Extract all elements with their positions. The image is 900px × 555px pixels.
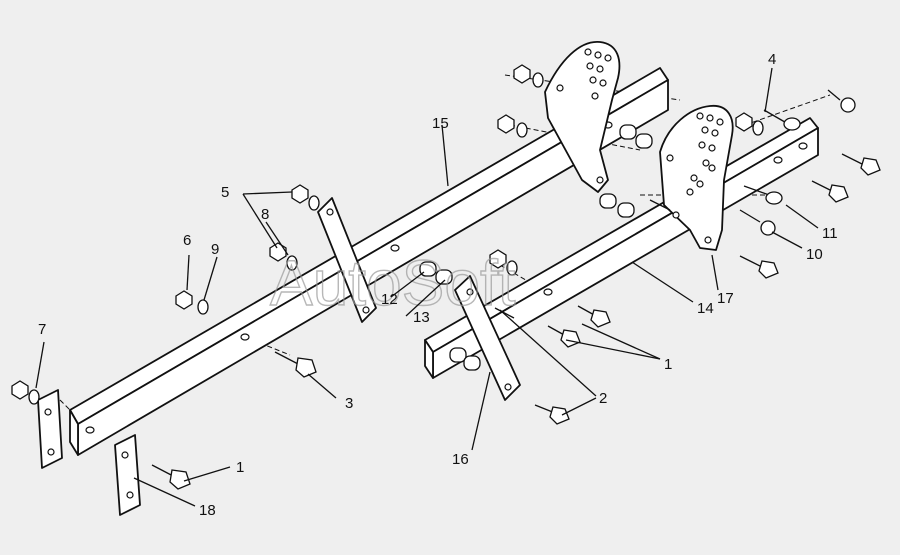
callout-11: 11 [822,225,838,242]
callout-leader-lines [35,67,819,507]
callout-1-right: 1 [664,356,672,373]
main-bar-part-15 [69,67,669,456]
nuts-and-washers [11,64,764,405]
callout-1-lower: 1 [236,459,244,476]
watermark-text: AutoSoft [270,247,516,319]
end-plate-part-7 [37,389,63,469]
callout-14: 14 [697,300,714,317]
bolt-part-1-b [547,325,581,348]
callout-15: 15 [432,115,449,132]
clamp-plate-part-16 [317,197,521,401]
callout-7: 7 [38,321,46,338]
callout-13: 13 [413,309,430,326]
bolt-long-mid [811,180,849,203]
callout-8: 8 [261,206,269,223]
bolt-inner [494,199,671,319]
hitch-pin-part-11 [743,185,783,205]
bolt-long-upper [841,153,881,176]
spacer-tubes [419,124,653,371]
bolts [151,153,881,490]
ring-clip-part-10 [739,209,776,236]
callout-6: 6 [183,232,191,249]
callout-10: 10 [806,246,823,263]
callout-9: 9 [211,241,219,258]
callout-labels: 7 6 9 5 8 3 1 18 15 12 13 1 2 16 14 17 4… [38,51,838,519]
callout-17: 17 [717,290,734,307]
bolt-long-lower [739,255,779,279]
bracket-plate-part-17-front [659,105,734,251]
end-plate-part-18 [114,434,141,516]
bolt-part-2 [534,404,570,425]
callout-3: 3 [345,395,353,412]
callout-18: 18 [199,502,216,519]
bracket-plate-part-17-rear [544,41,621,193]
callout-16: 16 [452,451,469,468]
hitch-pin-part-4 [763,89,856,131]
callout-12: 12 [381,291,398,308]
callout-5: 5 [221,184,229,201]
bolt-part-1-a [577,305,611,328]
callout-4: 4 [768,51,776,68]
callout-2: 2 [599,390,607,407]
bolt-part-3 [274,351,317,378]
bolt-part-1-lower [151,464,191,490]
